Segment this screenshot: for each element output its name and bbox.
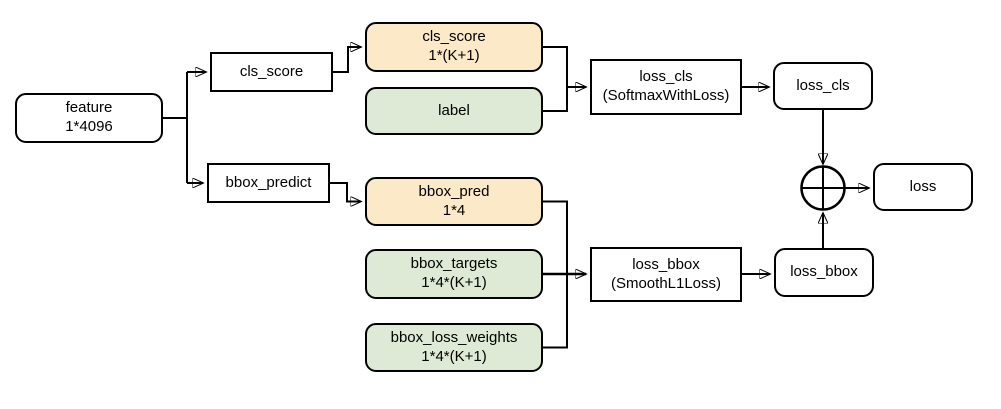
- node-bbox-loss-weights-blob: bbox_loss_weights 1*4*(K+1): [365, 323, 543, 372]
- node-cls-score-layer-label: cls_score: [239, 62, 304, 80]
- node-loss-cls-layer: loss_cls (SoftmaxWithLoss): [590, 59, 742, 115]
- node-bbox-targets-blob: bbox_targets 1*4*(K+1): [365, 249, 543, 299]
- node-loss-cls-layer-type: (SoftmaxWithLoss): [602, 87, 730, 104]
- node-bbox-pred-blob-label: bbox_pred: [418, 182, 490, 200]
- node-bbox-loss-weights-blob-label: bbox_loss_weights: [390, 328, 518, 346]
- node-label-blob-label: label: [438, 101, 470, 119]
- node-feature-dims: 1*4096: [65, 118, 113, 135]
- node-cls-score-layer: cls_score: [210, 52, 333, 92]
- add-operator-icon: [800, 165, 846, 211]
- node-cls-score-blob-label: cls_score: [422, 28, 486, 46]
- node-loss-output: loss: [873, 163, 973, 211]
- node-bbox-targets-blob-label: bbox_targets: [410, 255, 498, 273]
- node-bbox-loss-weights-blob-dims: 1*4*(K+1): [421, 347, 487, 365]
- arrow-bbox-predict-to-blob: [330, 182, 361, 202]
- node-loss-bbox-layer-type: (SmoothL1Loss): [610, 274, 722, 292]
- edge-feature-branch: [163, 72, 188, 183]
- node-cls-score-blob-dims: 1*(K+1): [428, 47, 480, 64]
- node-feature-label: feature: [65, 99, 113, 117]
- node-loss-bbox-blob-label: loss_bbox: [790, 263, 858, 281]
- node-bbox-pred-blob-dims: 1*4: [442, 201, 466, 219]
- node-loss-cls-blob: loss_cls: [773, 62, 873, 110]
- node-loss-bbox-layer: loss_bbox (SmoothL1Loss): [590, 247, 742, 302]
- node-loss-output-label: loss: [909, 177, 937, 195]
- node-loss-cls-layer-label: loss_cls: [639, 68, 693, 86]
- node-bbox-targets-blob-dims: 1*4*(K+1): [421, 274, 487, 291]
- node-loss-cls-blob-label: loss_cls: [796, 76, 850, 94]
- node-bbox-pred-blob: bbox_pred 1*4: [365, 177, 543, 226]
- node-label-blob: label: [365, 87, 543, 135]
- node-bbox-predict-layer-label: bbox_predict: [225, 173, 312, 191]
- node-loss-bbox-blob: loss_bbox: [774, 248, 874, 297]
- arrow-cls-score-layer-to-blob: [333, 47, 361, 73]
- node-loss-bbox-layer-label: loss_bbox: [632, 255, 700, 273]
- edge-cls-inputs-junction: [543, 46, 568, 112]
- node-feature: feature 1*4096: [15, 93, 163, 143]
- node-cls-score-blob: cls_score 1*(K+1): [365, 22, 543, 72]
- node-bbox-predict-layer: bbox_predict: [207, 163, 330, 203]
